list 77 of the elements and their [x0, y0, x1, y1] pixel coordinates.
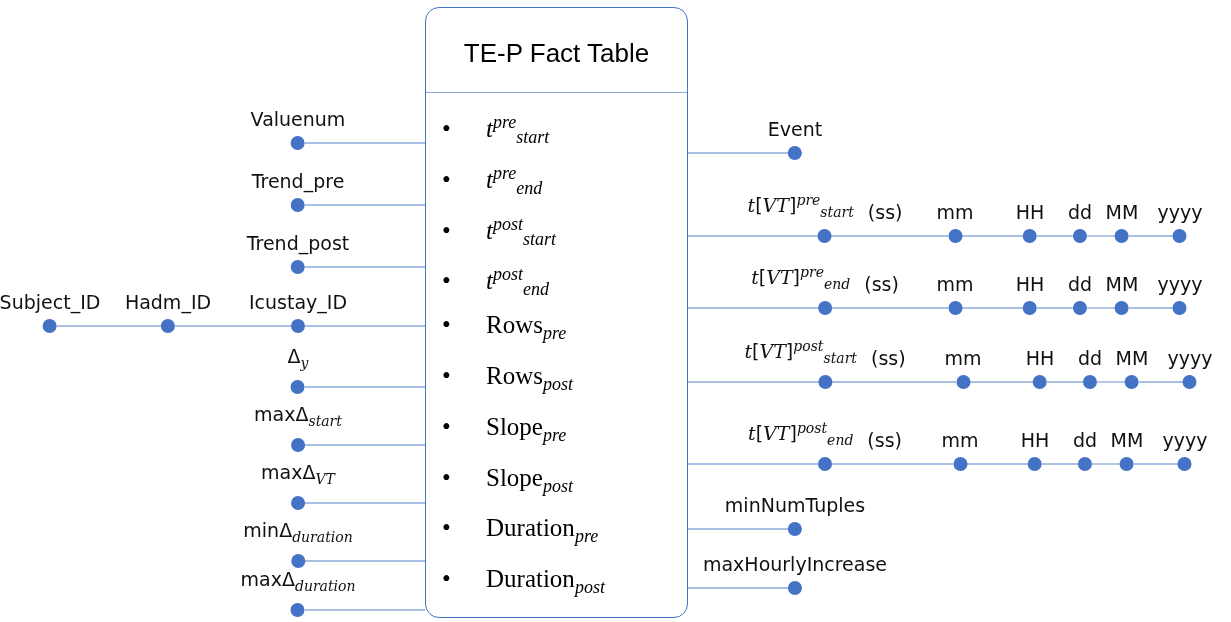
- measure-item: • Duration$_{pre}$: [442, 513, 600, 549]
- attribute-label: yyyy: [1162, 429, 1208, 451]
- attribute-label: HH: [1020, 429, 1050, 451]
- connector-line: [304, 325, 426, 327]
- connector-line: [1091, 463, 1121, 465]
- attribute-label: maxHourlyIncrease: [702, 553, 888, 575]
- connector-line: [1046, 381, 1084, 383]
- attribute-label: dd: [1077, 347, 1103, 369]
- attribute-label: HH: [1015, 273, 1045, 295]
- attribute-label: maxΔ$_{VT}$: [261, 461, 335, 489]
- attribute-label: Trend_post: [246, 232, 350, 254]
- connector-line: [1096, 381, 1126, 383]
- connector-line: [304, 266, 426, 268]
- attribute-label: Subject_ID: [0, 291, 101, 313]
- connector-line: [1086, 307, 1116, 309]
- attribute-label: dd: [1072, 429, 1098, 451]
- connector-line: [1036, 307, 1074, 309]
- connector-line: [174, 325, 292, 327]
- connector-line: [304, 444, 426, 446]
- optional-attribute-label: (ss): [867, 429, 902, 451]
- attribute-label: mm: [944, 347, 982, 369]
- attribute-label: Δ$_{y}$: [287, 345, 309, 373]
- connector-line: [56, 325, 162, 327]
- measure-item: • Duration$_{post}$: [442, 564, 607, 600]
- attribute-label: mm: [936, 273, 974, 295]
- connector-line: [1128, 235, 1174, 237]
- optional-attribute-label: (ss): [867, 201, 903, 223]
- attribute-label: Trend_pre: [251, 170, 345, 192]
- connector-line: [304, 609, 426, 611]
- connector-line: [304, 502, 426, 504]
- measure-item: • Rows$_{post}$: [442, 361, 575, 396]
- attribute-label: MM: [1105, 201, 1139, 223]
- attribute-label: yyyy: [1157, 201, 1203, 223]
- connector-line: [831, 235, 949, 237]
- optional-attribute-label: (ss): [864, 273, 899, 295]
- attribute-label: yyyy: [1157, 273, 1203, 295]
- attribute-label: Icustay_ID: [248, 291, 348, 313]
- connector-line: [1086, 235, 1116, 237]
- connector-line: [1128, 307, 1174, 309]
- attribute-label: MM: [1115, 347, 1149, 369]
- attribute-label: MM: [1105, 273, 1139, 295]
- measure-item: • Rows$_{pre}$: [442, 310, 568, 346]
- attribute-label: minΔ$_{duration}$: [243, 519, 353, 547]
- connector-line: [1041, 463, 1079, 465]
- connector-line: [831, 307, 949, 309]
- attribute-label: Event: [767, 118, 823, 140]
- connector-line: [961, 307, 1024, 309]
- optional-attribute-label: (ss): [871, 347, 906, 369]
- connector-line: [1138, 381, 1184, 383]
- connector-line: [969, 381, 1034, 383]
- connector-line: [1036, 235, 1074, 237]
- attribute-label: mm: [941, 429, 979, 451]
- attribute-label: dd: [1067, 201, 1093, 223]
- attribute-label: dd: [1067, 273, 1093, 295]
- attribute-label: maxΔ$_{duration}$: [240, 568, 356, 596]
- attribute-label: maxΔ$_{start}$: [254, 403, 342, 431]
- attribute-label: Hadm_ID: [124, 291, 212, 313]
- connector-line: [1133, 463, 1179, 465]
- attribute-label: MM: [1110, 429, 1144, 451]
- attribute-label: HH: [1025, 347, 1055, 369]
- attribute-label: HH: [1015, 201, 1045, 223]
- attribute-label: yyyy: [1167, 347, 1213, 369]
- measure-item: • Slope$_{pre}$: [442, 411, 568, 447]
- connector-line: [304, 560, 426, 562]
- table-title: TE-P Fact Table: [426, 8, 687, 93]
- connector-line: [304, 142, 426, 144]
- fact-table-box: [425, 7, 688, 618]
- connector-line: [966, 463, 1029, 465]
- connector-line: [961, 235, 1024, 237]
- connector-line: [831, 463, 954, 465]
- connector-line: [304, 386, 426, 388]
- attribute-label: minNumTuples: [724, 494, 866, 516]
- measure-item: • Slope$_{post}$: [442, 462, 575, 498]
- connector-line: [304, 204, 426, 206]
- attribute-label: mm: [936, 201, 974, 223]
- attribute-label: Valuenum: [250, 108, 346, 130]
- connector-line: [831, 381, 957, 383]
